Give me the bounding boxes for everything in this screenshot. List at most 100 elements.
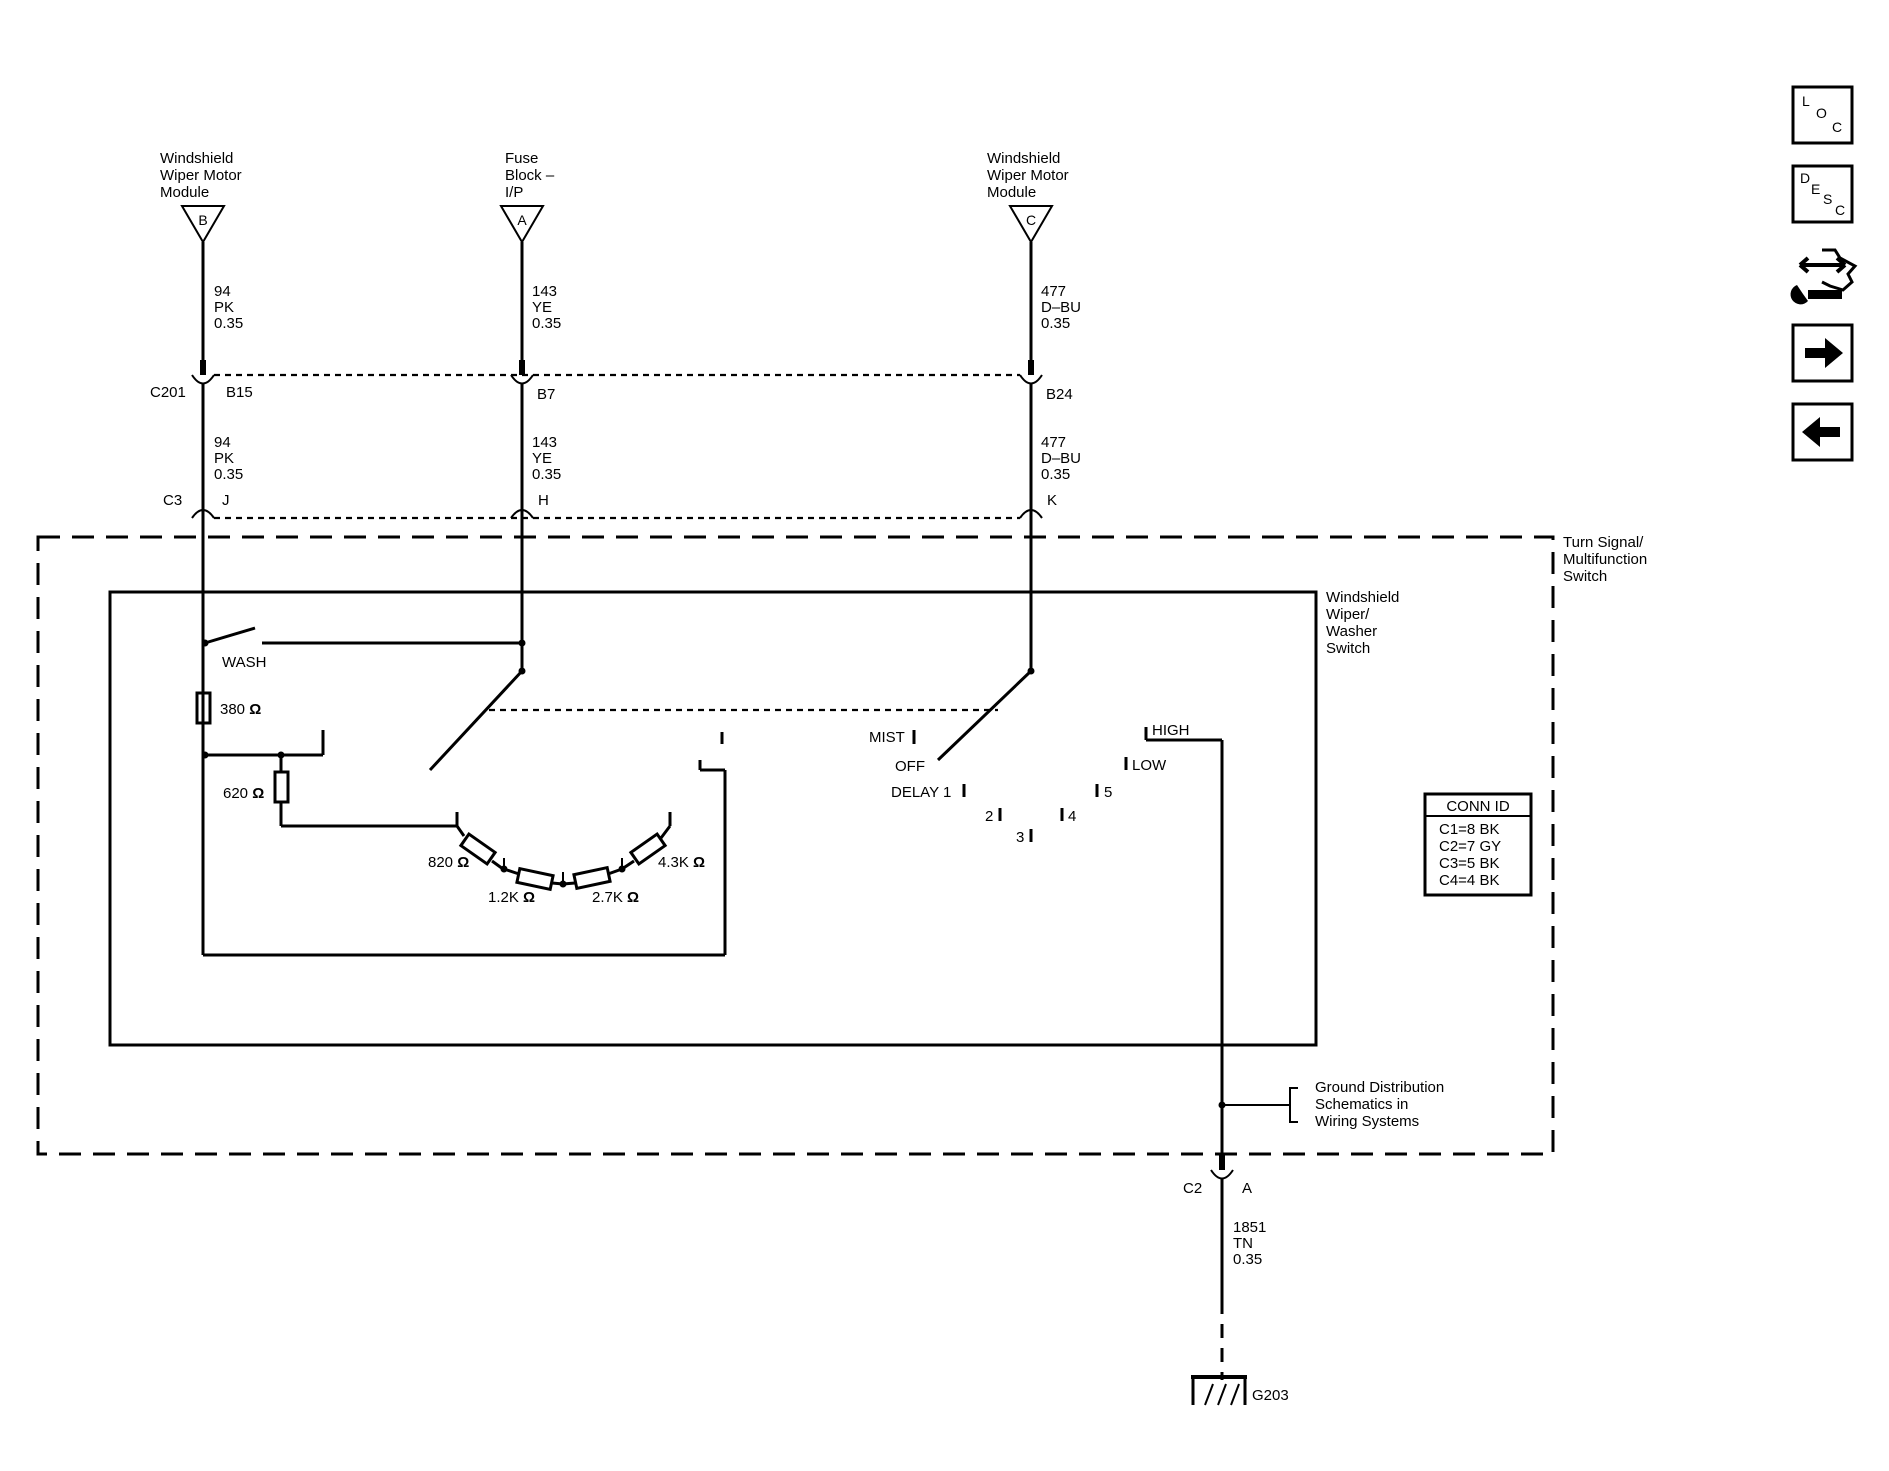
nav-forward-button[interactable] (1791, 323, 1854, 383)
wire-477-color: D–BU (1041, 299, 1081, 316)
wire-labels-lower: 94 PK 0.35 143 YE 0.35 477 D–BU 0.35 (214, 434, 1081, 483)
resistor-620-value: 620 Ω (223, 785, 264, 802)
c3-pin-h: H (538, 492, 549, 509)
wire-477-circuit: 477 (1041, 283, 1066, 300)
mfs-line1: Turn Signal/ (1563, 534, 1644, 551)
c3-pin-k-cup (1019, 509, 1043, 519)
pos-mist-label: MIST (869, 729, 905, 746)
wire-143-gauge: 0.35 (532, 315, 561, 332)
nav-desc-button[interactable]: D E S C (1791, 164, 1854, 224)
wash-switch: WASH (201, 626, 526, 671)
c201-pin-b24-cup (1019, 374, 1043, 385)
conn-id-row-c3: C3=5 BK (1439, 855, 1499, 872)
ground-ref-line2: Schematics in (1315, 1096, 1408, 1113)
arrow-left-icon (1802, 417, 1840, 447)
wire-143-circuit-2: 143 (532, 434, 557, 451)
ground-ref-line3: Wiring Systems (1315, 1113, 1419, 1130)
c201-label: C201 (150, 384, 186, 401)
wire-1851-circuit: 1851 (1233, 1219, 1266, 1236)
ground-ref-line1: Ground Distribution (1315, 1079, 1444, 1096)
wiper-switch-positions: MIST OFF DELAY 1 2 3 4 5 LOW HIGH (869, 722, 1190, 846)
ground-distribution-ref[interactable]: Ground Distribution Schematics in Wiring… (1315, 1079, 1444, 1130)
mfs-line2: Multifunction (1563, 551, 1647, 568)
wire-94-color-2: PK (214, 450, 234, 467)
arrow-right-icon (1805, 338, 1843, 368)
c201-pin-b7-cup (510, 374, 534, 385)
connector-c201: C201 B15 B7 B24 (150, 360, 1073, 403)
wws-line3: Washer (1326, 623, 1377, 640)
source-fuse-block-a: Fuse Block – I/P A (499, 150, 555, 244)
wire-477-gauge-2: 0.35 (1041, 466, 1070, 483)
delay-resistor-ladder: 820 Ω 1.2K Ω 2.7K Ω 4.3K Ω (428, 812, 705, 906)
ground-ref-bracket (1289, 1087, 1298, 1123)
loc-letter-2: O (1816, 105, 1827, 121)
wire-143-color: YE (532, 299, 552, 316)
back-icon-frame (1791, 402, 1854, 462)
connector-outline-shape (1821, 248, 1858, 292)
wash-switch-blade (204, 626, 256, 645)
resistor-820 (458, 831, 498, 867)
mfs-line3: Switch (1563, 568, 1607, 585)
wire-94-gauge-2: 0.35 (214, 466, 243, 483)
ground-g203: G203 (1191, 1375, 1289, 1406)
wire-94-circuit: 94 (214, 283, 231, 300)
c2-label: C2 (1183, 1180, 1202, 1197)
ground-hatch-2 (1217, 1383, 1227, 1406)
source-c-line2: Wiper Motor (987, 167, 1069, 184)
ladder-lead-7 (621, 859, 635, 871)
multifunction-switch-boundary (36, 535, 1555, 1156)
wiper-switch-label: Windshield Wiper/ Washer Switch (1326, 589, 1399, 657)
wire-477-circuit-2: 477 (1041, 434, 1066, 451)
wire-143-color-2: YE (532, 450, 552, 467)
wire-94-gauge: 0.35 (214, 315, 243, 332)
wire-94-color: PK (214, 299, 234, 316)
resistor-620: 620 Ω (223, 755, 457, 828)
wire-94-circuit-2: 94 (214, 434, 231, 451)
nav-back-button[interactable] (1791, 402, 1854, 462)
resistor-820-body (458, 831, 498, 867)
pos-high-label: HIGH (1152, 722, 1190, 739)
ladder-lead-1 (455, 825, 466, 837)
pin-a-triangle (499, 205, 545, 244)
conn-id-title: CONN ID (1446, 798, 1510, 815)
loc-letter-3: C (1832, 119, 1842, 135)
desc-letter-2: E (1811, 181, 1820, 197)
source-c-line3: Module (987, 184, 1036, 201)
resistor-4.3k (628, 831, 668, 867)
c3-pin-h-cup (510, 509, 534, 519)
pin-a-label: A (517, 212, 527, 228)
source-b-line3: Module (160, 184, 209, 201)
conn-id-box (1423, 792, 1533, 897)
double-arrow-shape (1798, 256, 1847, 274)
resistor-2.7k-value: 2.7K Ω (592, 889, 639, 906)
resistor-2.7k (572, 865, 612, 891)
nav-loc-button[interactable]: L O C (1791, 85, 1854, 145)
source-a-line3: I/P (505, 184, 523, 201)
c3-pin-j-cup (191, 509, 215, 519)
wws-line4: Switch (1326, 640, 1370, 657)
conn-id-row-c2: C2=7 GY (1439, 838, 1501, 855)
resistor-4.3k-body (628, 831, 668, 867)
multifunction-switch-label: Turn Signal/ Multifunction Switch (1563, 534, 1647, 585)
source-wiper-module-b: Windshield Wiper Motor Module B (160, 150, 242, 244)
wire-1851-labels: 1851 TN 0.35 (1233, 1219, 1266, 1268)
wrench-handle (1808, 290, 1842, 299)
wrench-head (1790, 285, 1808, 305)
resistor-1.2k-body (515, 866, 555, 892)
ladder-lead-5 (562, 881, 576, 886)
desc-letter-1: D (1800, 170, 1810, 186)
connector-c3: C3 J H K (163, 492, 1057, 520)
loc-icon-frame (1791, 85, 1854, 145)
conn-id-row-c4: C4=4 BK (1439, 872, 1499, 889)
ladder-lead-3 (503, 867, 520, 876)
pos-4-label: 4 (1068, 808, 1076, 825)
c3-label: C3 (163, 492, 182, 509)
wiper-washer-switch-box (108, 590, 1318, 1047)
source-c-line1: Windshield (987, 150, 1060, 167)
connector-wrench-icon[interactable] (1790, 242, 1858, 306)
resistor-620-body (273, 770, 290, 804)
c201-pin-b15-cup (191, 374, 215, 385)
pos-delay1-label: DELAY 1 (891, 784, 951, 801)
wire-1851-gauge: 0.35 (1233, 1251, 1262, 1268)
source-b-line2: Wiper Motor (160, 167, 242, 184)
